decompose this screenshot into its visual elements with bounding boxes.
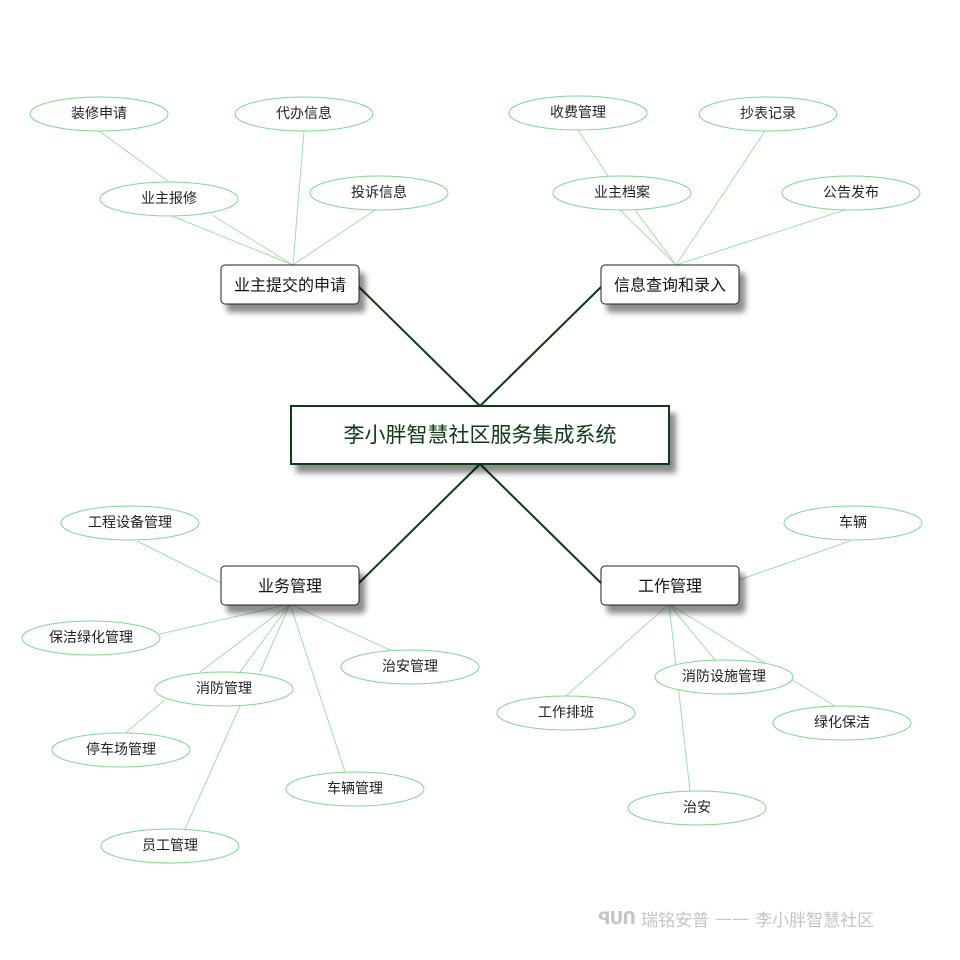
leaf-node[interactable]: 保洁绿化管理 xyxy=(21,620,161,656)
leaf-label: 员工管理 xyxy=(142,838,198,854)
leaf-node[interactable]: 公告发布 xyxy=(781,175,921,211)
leaf-node[interactable]: 车辆管理 xyxy=(285,771,425,807)
leaf-label: 车辆 xyxy=(839,514,867,531)
root-label: 李小胖智慧社区服务集成系统 xyxy=(344,423,617,447)
watermark-separator: —— xyxy=(715,908,750,929)
main-connectors xyxy=(358,286,602,584)
branch-label: 业主提交的申请 xyxy=(234,276,346,295)
leaf-node[interactable]: 收费管理 xyxy=(508,95,648,131)
leaf-node[interactable]: 绿化保洁 xyxy=(772,705,912,741)
leaf-node[interactable]: 员工管理 xyxy=(100,828,240,864)
leaf-label: 抄表记录 xyxy=(740,106,796,122)
leaf-label: 消防管理 xyxy=(196,681,252,697)
leaf-label: 保洁绿化管理 xyxy=(49,630,133,646)
brand-logo-icon: ꟼᑌᑎ xyxy=(598,908,636,929)
leaf-node[interactable]: 抄表记录 xyxy=(698,96,838,132)
branch-node-tr[interactable]: 信息查询和录入 xyxy=(600,264,740,305)
leaf-node[interactable]: 消防设施管理 xyxy=(654,659,794,695)
watermark-brand: 瑞铭安普 xyxy=(641,911,710,931)
leaf-label: 装修申请 xyxy=(71,106,127,122)
leaf-label: 投诉信息 xyxy=(351,184,407,201)
leaf-node[interactable]: 治安 xyxy=(627,790,767,826)
leaf-label: 工作排班 xyxy=(538,705,594,721)
leaf-node[interactable]: 工作排班 xyxy=(496,695,636,731)
leaf-label: 消防设施管理 xyxy=(682,669,766,685)
leaf-connectors xyxy=(98,129,851,830)
leaf-node[interactable]: 工程设备管理 xyxy=(60,505,200,541)
watermark: ꟼᑌᑎ 瑞铭安普 —— 李小胖智慧社区 xyxy=(598,906,875,932)
leaf-label: 车辆管理 xyxy=(327,780,383,797)
leaf-label: 代办信息 xyxy=(276,105,332,122)
branch-node-tl[interactable]: 业主提交的申请 xyxy=(220,264,360,305)
watermark-product: 李小胖智慧社区 xyxy=(755,911,875,931)
branch-node-br[interactable]: 工作管理 xyxy=(600,565,740,606)
leaf-label: 绿化保洁 xyxy=(814,715,870,731)
leaf-label: 业主报修 xyxy=(141,191,197,207)
leaf-node[interactable]: 业主报修 xyxy=(99,181,239,217)
leaf-label: 工程设备管理 xyxy=(88,514,172,531)
leaf-node[interactable]: 车辆 xyxy=(783,505,923,541)
leaf-label: 治安管理 xyxy=(382,659,438,675)
leaf-node[interactable]: 停车场管理 xyxy=(51,732,191,768)
branch-label: 信息查询和录入 xyxy=(614,276,726,295)
leaf-label: 公告发布 xyxy=(823,185,879,201)
branch-label: 工作管理 xyxy=(638,577,702,596)
branch-label: 业务管理 xyxy=(258,577,322,596)
leaf-label: 业主档案 xyxy=(594,184,650,201)
leaf-node[interactable]: 代办信息 xyxy=(234,96,374,132)
leaf-node[interactable]: 治安管理 xyxy=(340,649,480,685)
branch-node-bl[interactable]: 业务管理 xyxy=(220,565,360,606)
root-node[interactable]: 李小胖智慧社区服务集成系统 xyxy=(290,405,670,465)
leaf-label: 停车场管理 xyxy=(86,741,156,758)
leaf-label: 收费管理 xyxy=(550,105,606,121)
leaf-node[interactable]: 消防管理 xyxy=(154,671,294,707)
leaf-node[interactable]: 业主档案 xyxy=(552,175,692,211)
leaf-label: 治安 xyxy=(683,800,711,816)
leaf-node[interactable]: 装修申请 xyxy=(29,96,169,132)
leaf-node[interactable]: 投诉信息 xyxy=(309,175,449,211)
